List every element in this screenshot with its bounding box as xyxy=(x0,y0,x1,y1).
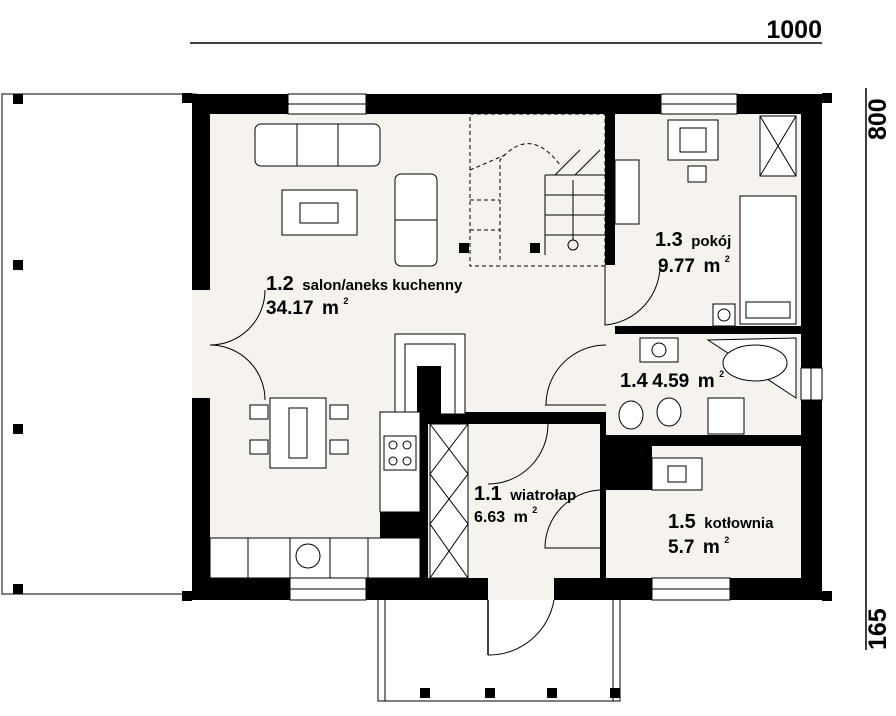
room-area: 9.77 xyxy=(658,256,695,277)
wardrobe xyxy=(429,423,469,579)
porch xyxy=(377,585,621,702)
svg-text:6.63 m 2: 6.63 m 2 xyxy=(474,505,537,526)
chair xyxy=(687,165,707,183)
room-unit-sup: 2 xyxy=(724,535,729,545)
bathroom-fixtures xyxy=(618,337,797,435)
porch-post xyxy=(485,688,495,698)
room-unit: m xyxy=(703,256,720,277)
room-name: pokój xyxy=(691,233,731,250)
room-area: 5.7 xyxy=(668,537,694,558)
terrace-post xyxy=(13,260,23,270)
room-area: 34.17 xyxy=(266,298,314,319)
chair xyxy=(249,404,269,420)
terrace xyxy=(1,93,197,595)
bidet xyxy=(656,397,682,427)
room-unit: m xyxy=(703,537,720,558)
dimension-porch: 165 xyxy=(864,600,892,650)
door-opening-left xyxy=(192,290,210,398)
room-unit-sup: 2 xyxy=(725,254,730,264)
room-name: wiatrołap xyxy=(509,487,576,504)
svg-text:1.5 kotłownia: 1.5 kotłownia xyxy=(668,511,774,533)
room-number: 1.2 xyxy=(266,273,294,295)
terrace-post xyxy=(13,424,23,434)
sofa xyxy=(254,123,381,167)
sink xyxy=(295,543,321,569)
room-label-1-4: 1.4 4.59 m 2 xyxy=(620,369,724,392)
svg-text:5.7 m 2: 5.7 m 2 xyxy=(668,535,729,558)
porch-post xyxy=(420,688,430,698)
porch-post xyxy=(610,688,620,698)
room-label-1-3: 1.3 pokój 9.77 m 2 xyxy=(655,229,731,277)
svg-text:34.17 m 2: 34.17 m 2 xyxy=(266,296,348,319)
svg-text:1.3 pokój: 1.3 pokój xyxy=(655,229,731,251)
chair xyxy=(249,439,269,455)
room-number: 1.5 xyxy=(668,511,696,533)
cabinet xyxy=(707,397,745,435)
svg-text:1.1 wiatrołap: 1.1 wiatrołap xyxy=(474,483,576,505)
room-unit: m xyxy=(698,371,715,392)
room-unit-sup: 2 xyxy=(532,505,537,515)
room-unit-sup: 2 xyxy=(343,296,348,306)
room-name: salon/aneks kuchenny xyxy=(302,277,463,294)
log-corners xyxy=(182,93,832,601)
doors xyxy=(192,264,661,656)
room-area: 4.59 xyxy=(652,371,689,392)
room-number: 1.4 xyxy=(620,370,649,392)
windows xyxy=(287,93,823,601)
room-label-1-5: 1.5 kotłownia 5.7 m 2 xyxy=(668,511,774,558)
svg-text:1.4 4.59 m: 1.4 4.59 m 2 xyxy=(620,369,724,392)
room-number: 1.1 xyxy=(474,483,502,505)
dimension-width-label: 1000 xyxy=(766,16,822,44)
chair xyxy=(329,439,349,455)
room-number: 1.3 xyxy=(655,229,683,251)
room-label-1-1: 1.1 wiatrołap 6.63 m 2 xyxy=(474,483,576,526)
dimension-width: 1000 xyxy=(190,16,822,44)
dimension-depth-label: 800 xyxy=(864,98,892,140)
living-furniture xyxy=(209,123,438,579)
dimension-porch-label: 165 xyxy=(864,608,892,650)
room-floor-vestibule xyxy=(428,424,600,578)
chimney xyxy=(394,333,652,490)
terrace-post xyxy=(13,584,23,594)
staircase xyxy=(459,113,606,267)
terrace-post xyxy=(13,94,23,104)
stove xyxy=(383,435,417,471)
svg-text:1.2 salon/aneks kuchenny: 1.2 salon/aneks kuchenny xyxy=(266,273,463,295)
room-unit-sup: 2 xyxy=(719,369,724,379)
room-name: kotłownia xyxy=(704,515,774,532)
bedroom-furniture xyxy=(614,115,797,327)
room-unit: m xyxy=(322,298,339,319)
toilet xyxy=(618,400,644,430)
room-label-1-2: 1.2 salon/aneks kuchenny 34.17 m 2 xyxy=(266,273,463,319)
shelf xyxy=(614,159,640,225)
door-opening-front xyxy=(488,578,554,600)
room-unit: m xyxy=(514,509,528,526)
chair xyxy=(329,404,349,420)
dimension-depth: 800 xyxy=(864,88,892,600)
boiler-fixtures xyxy=(651,457,703,491)
porch-post xyxy=(547,688,557,698)
svg-text:9.77 m 2: 9.77 m 2 xyxy=(658,254,730,277)
room-area: 6.63 xyxy=(474,509,505,526)
